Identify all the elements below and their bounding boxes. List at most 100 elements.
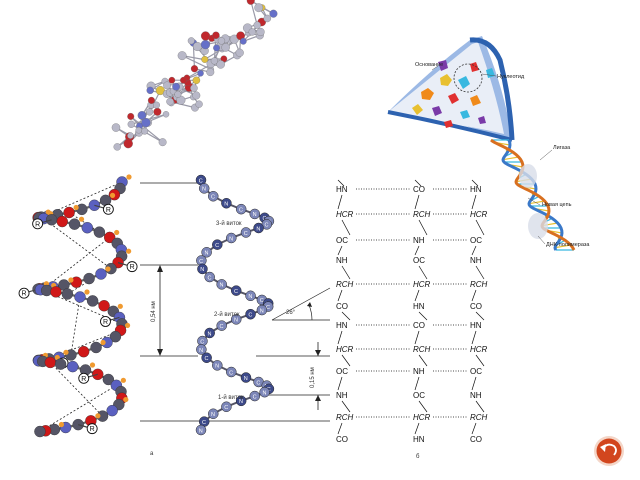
- backbone-atom: [230, 285, 242, 296]
- hydrogen-atom: [89, 362, 96, 368]
- label-new-chain: Новая цепь: [542, 202, 572, 208]
- protein-atom: [172, 82, 180, 91]
- backbone-atom-label: N: [224, 202, 228, 208]
- turn-label-1: 1-й виток: [218, 394, 244, 401]
- protein-atom: [235, 48, 244, 57]
- chem-group: HCR: [336, 345, 354, 354]
- helix-atom: [61, 288, 74, 300]
- backbone-atom-label: N: [260, 308, 264, 314]
- helix-atom: [103, 231, 116, 244]
- protein-atom: [192, 42, 202, 51]
- helix-atom: [109, 330, 122, 343]
- chem-group: CO: [413, 185, 425, 194]
- dna-base-pair: [554, 244, 571, 249]
- backbone-atom-label: C: [211, 195, 215, 201]
- r-group-label: R: [130, 264, 135, 271]
- protein-atom: [180, 76, 187, 84]
- protein-atom: [216, 60, 225, 69]
- backbone-atom: [221, 197, 232, 209]
- helix-atom: [106, 404, 118, 417]
- chem-group: NH: [470, 391, 482, 400]
- hydrogen-atom: [63, 349, 69, 355]
- nucleotide-highlight-circle: [453, 63, 483, 93]
- backbone-atom-label: N: [248, 294, 252, 300]
- backbone-atom-label: C: [244, 231, 248, 237]
- protein-atom: [256, 27, 265, 37]
- hydrogen-atom: [68, 277, 74, 283]
- backbone-atom-label: C: [265, 223, 269, 229]
- backbone-atom: [201, 352, 212, 363]
- protein-atom: [213, 44, 220, 52]
- r-group: [102, 203, 114, 215]
- backbone-atom-label: C: [229, 370, 233, 376]
- backbone-atom-label: N: [215, 364, 219, 370]
- hydrogen-atom: [126, 248, 132, 254]
- protein-atom: [127, 120, 135, 128]
- chem-group: NH: [413, 367, 425, 376]
- helix-atom: [54, 358, 67, 370]
- hydrogen-atom: [95, 413, 101, 419]
- backbone-atom-label: N: [207, 331, 211, 337]
- protein-atom: [153, 107, 162, 116]
- hydrogen-atom: [109, 192, 116, 198]
- protein-atom: [162, 111, 170, 118]
- protein-atom: [192, 76, 201, 85]
- protein-atom: [137, 111, 147, 120]
- backbone-atom-label: N: [253, 212, 257, 218]
- backbone-atom-label: N: [234, 318, 238, 324]
- backbone-atom-label: C: [248, 312, 252, 318]
- protein-atom: [269, 9, 278, 18]
- hydrogen-atom: [117, 303, 123, 309]
- chem-group: RCH: [470, 280, 488, 289]
- backbone-atom: [201, 247, 212, 258]
- protein-atom: [141, 117, 151, 128]
- helix-atom: [98, 300, 110, 312]
- chem-group: NH: [336, 391, 348, 400]
- helix-atom: [44, 356, 57, 369]
- chem-group: NH: [470, 256, 482, 265]
- backbone-atom-label: C: [204, 356, 208, 362]
- chem-group: HCR: [336, 210, 354, 219]
- protein-atom: [201, 55, 209, 63]
- chem-group: HN: [470, 321, 482, 330]
- protein-atom: [127, 132, 134, 139]
- protein-atom: [197, 70, 204, 77]
- hydrogen-atom: [114, 229, 120, 236]
- label-base: Основание: [415, 62, 443, 68]
- protein-atom: [166, 97, 174, 106]
- back-button[interactable]: [594, 436, 624, 466]
- r-group-label: R: [35, 221, 40, 228]
- protein-atom: [168, 76, 176, 84]
- backbone-atom-label: C: [260, 298, 264, 304]
- chem-group: HN: [336, 321, 348, 330]
- backbone-atom: [208, 190, 219, 202]
- helix-atom: [77, 345, 90, 358]
- pitch-label: 0,54 нм: [151, 301, 157, 322]
- chem-group: RCH: [336, 413, 354, 422]
- backbone-atom: [204, 271, 215, 283]
- r-group: [126, 261, 138, 273]
- protein-atom: [158, 138, 167, 147]
- backbone-atom-label: C: [207, 275, 211, 281]
- backbone-atom: [249, 208, 261, 220]
- backbone-atom-label: C: [220, 324, 224, 330]
- backbone-atom-label: C: [199, 259, 203, 265]
- backbone-atom: [230, 314, 242, 325]
- r-group: [32, 218, 44, 230]
- backbone-atom: [235, 395, 247, 407]
- helix-atom: [76, 203, 88, 216]
- helix-atom: [67, 360, 79, 373]
- backbone-atom: [198, 183, 210, 194]
- alpha-helix-backbone-diagram: 0,54 нм 0,15 нм 26° CNCNCNCNCNCNCNCNCNCN…: [140, 174, 331, 457]
- hydrogen-atom: [124, 322, 131, 329]
- helix-atom: [83, 272, 95, 285]
- r-group: [86, 423, 98, 435]
- chem-group: HCR: [413, 280, 431, 289]
- chem-group: CO: [413, 321, 425, 330]
- helix-atom: [68, 218, 81, 230]
- protein-atom: [192, 91, 201, 100]
- backbone-atom-label: C: [239, 207, 243, 213]
- backbone-atom: [216, 320, 227, 331]
- label-polymerase: ДНК-полимераза: [546, 242, 590, 248]
